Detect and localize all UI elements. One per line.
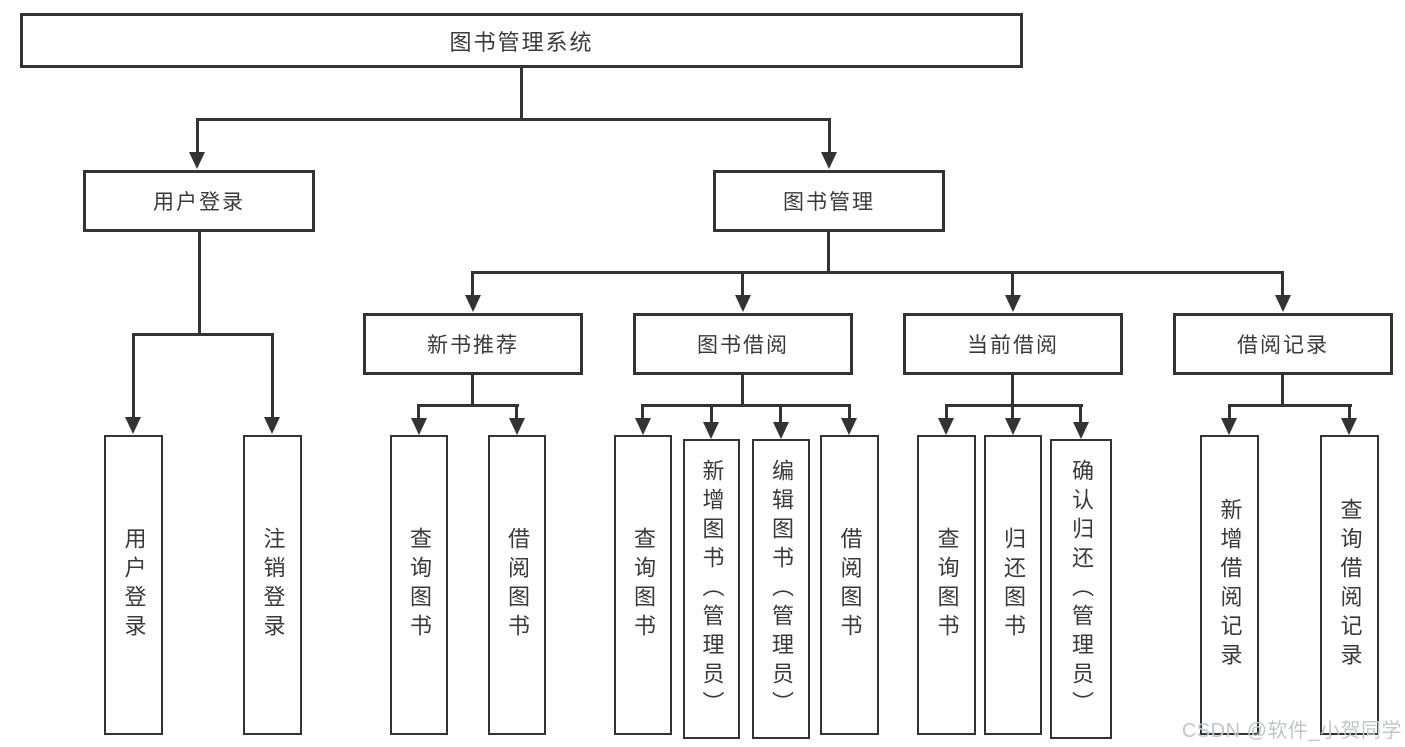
arrowhead-down-icon — [1005, 418, 1021, 435]
leaf-label: 查询借阅记录 — [1337, 498, 1363, 672]
connector-segment — [196, 118, 831, 121]
arrowhead-down-icon — [938, 418, 954, 435]
leaf-nb-borrow-books: 借阅图书 — [488, 435, 546, 735]
connector-segment — [641, 404, 851, 407]
node-label: 图书管理 — [783, 191, 875, 214]
connector-segment — [1228, 404, 1352, 407]
connector-segment — [132, 333, 135, 418]
connector-segment — [1079, 404, 1082, 423]
leaf-label: 借阅图书 — [837, 527, 863, 643]
leaf-label: 查询图书 — [631, 527, 656, 643]
leaf-cb-return-books: 归还图书 — [984, 435, 1042, 735]
leaf-br-add-record: 新增借阅记录 — [1200, 435, 1259, 735]
node-label: 当前借阅 — [967, 334, 1059, 357]
leaf-label: 新增图书（管理员） — [699, 458, 725, 720]
connector-segment — [198, 232, 201, 336]
leaf-label: 查询图书 — [934, 527, 960, 643]
connector-segment — [471, 375, 474, 407]
connector-segment — [741, 271, 744, 297]
arrowhead-down-icon — [1073, 422, 1089, 439]
leaf-cb-confirm-return-admin: 确认归还（管理员） — [1050, 439, 1112, 739]
arrowhead-down-icon — [1005, 295, 1021, 312]
arrowhead-down-icon — [773, 422, 789, 439]
connector-segment — [471, 271, 474, 297]
arrowhead-down-icon — [465, 295, 481, 312]
arrowhead-down-icon — [125, 417, 141, 434]
connector-segment — [641, 404, 644, 419]
connector-segment — [1281, 375, 1284, 407]
csdn-watermark: CSDN @软件_小贺同学 — [1181, 720, 1402, 742]
connector-segment — [710, 404, 713, 423]
connector-segment — [1228, 404, 1231, 419]
connector-segment — [1011, 404, 1014, 419]
arrowhead-down-icon — [189, 152, 205, 169]
connector-segment — [1348, 404, 1351, 419]
leaf-bb-edit-books-admin: 编辑图书（管理员） — [752, 439, 810, 739]
connector-segment — [1281, 271, 1284, 297]
leaf-bb-add-books-admin: 新增图书（管理员） — [683, 439, 740, 739]
node-borrow-records: 借阅记录 — [1173, 313, 1393, 375]
leaf-label: 借阅图书 — [505, 527, 530, 643]
connector-segment — [945, 404, 948, 419]
connector-segment — [1011, 271, 1014, 297]
arrowhead-down-icon — [821, 152, 837, 169]
leaf-label: 用户登录 — [121, 527, 147, 643]
leaf-label: 新增借阅记录 — [1217, 498, 1243, 672]
connector-segment — [827, 232, 830, 274]
leaf-bb-query-books: 查询图书 — [614, 435, 672, 735]
arrowhead-down-icon — [735, 295, 751, 312]
arrowhead-down-icon — [509, 418, 525, 435]
arrowhead-down-icon — [635, 418, 651, 435]
leaf-cb-query-books: 查询图书 — [917, 435, 976, 735]
connector-segment — [471, 271, 1284, 274]
connector-segment — [515, 404, 518, 419]
node-label: 用户登录 — [153, 191, 245, 214]
arrowhead-down-icon — [703, 422, 719, 439]
arrowhead-down-icon — [841, 418, 857, 435]
connector-segment — [779, 404, 782, 423]
node-book-borrow: 图书借阅 — [633, 313, 853, 375]
leaf-nb-query-books: 查询图书 — [390, 435, 448, 735]
connector-segment — [520, 68, 523, 120]
connector-segment — [848, 404, 851, 419]
node-label: 图书借阅 — [697, 334, 789, 357]
arrowhead-down-icon — [1341, 418, 1357, 435]
connector-segment — [196, 118, 199, 153]
node-label: 图书管理系统 — [449, 29, 594, 55]
leaf-label: 归还图书 — [1001, 527, 1026, 643]
arrowhead-down-icon — [411, 418, 427, 435]
node-label: 新书推荐 — [427, 334, 519, 357]
node-new-book-recommend: 新书推荐 — [363, 313, 583, 375]
arrowhead-down-icon — [1275, 295, 1291, 312]
leaf-br-query-record: 查询借阅记录 — [1320, 435, 1379, 735]
leaf-label: 确认归还（管理员） — [1069, 458, 1094, 720]
leaf-label: 查询图书 — [407, 527, 432, 643]
leaf-user-login: 用户登录 — [104, 435, 163, 735]
arrowhead-down-icon — [1221, 418, 1237, 435]
leaf-label: 编辑图书（管理员） — [769, 458, 794, 720]
arrowhead-down-icon — [264, 417, 280, 434]
leaf-bb-borrow-books: 借阅图书 — [820, 435, 879, 735]
connector-segment — [417, 404, 420, 419]
node-label: 借阅记录 — [1237, 334, 1329, 357]
node-current-borrow: 当前借阅 — [903, 313, 1123, 375]
leaf-label: 注销登录 — [260, 527, 286, 643]
node-root-system: 图书管理系统 — [20, 13, 1023, 68]
connector-segment — [741, 375, 744, 406]
connector-segment — [828, 118, 831, 153]
connector-segment — [417, 404, 519, 407]
node-book-management: 图书管理 — [713, 170, 945, 232]
node-user-login: 用户登录 — [83, 170, 315, 232]
connector-segment — [271, 333, 274, 418]
connector-segment — [945, 404, 1083, 407]
leaf-logout: 注销登录 — [243, 435, 302, 735]
connector-segment — [1011, 375, 1014, 406]
connector-segment — [132, 333, 273, 336]
